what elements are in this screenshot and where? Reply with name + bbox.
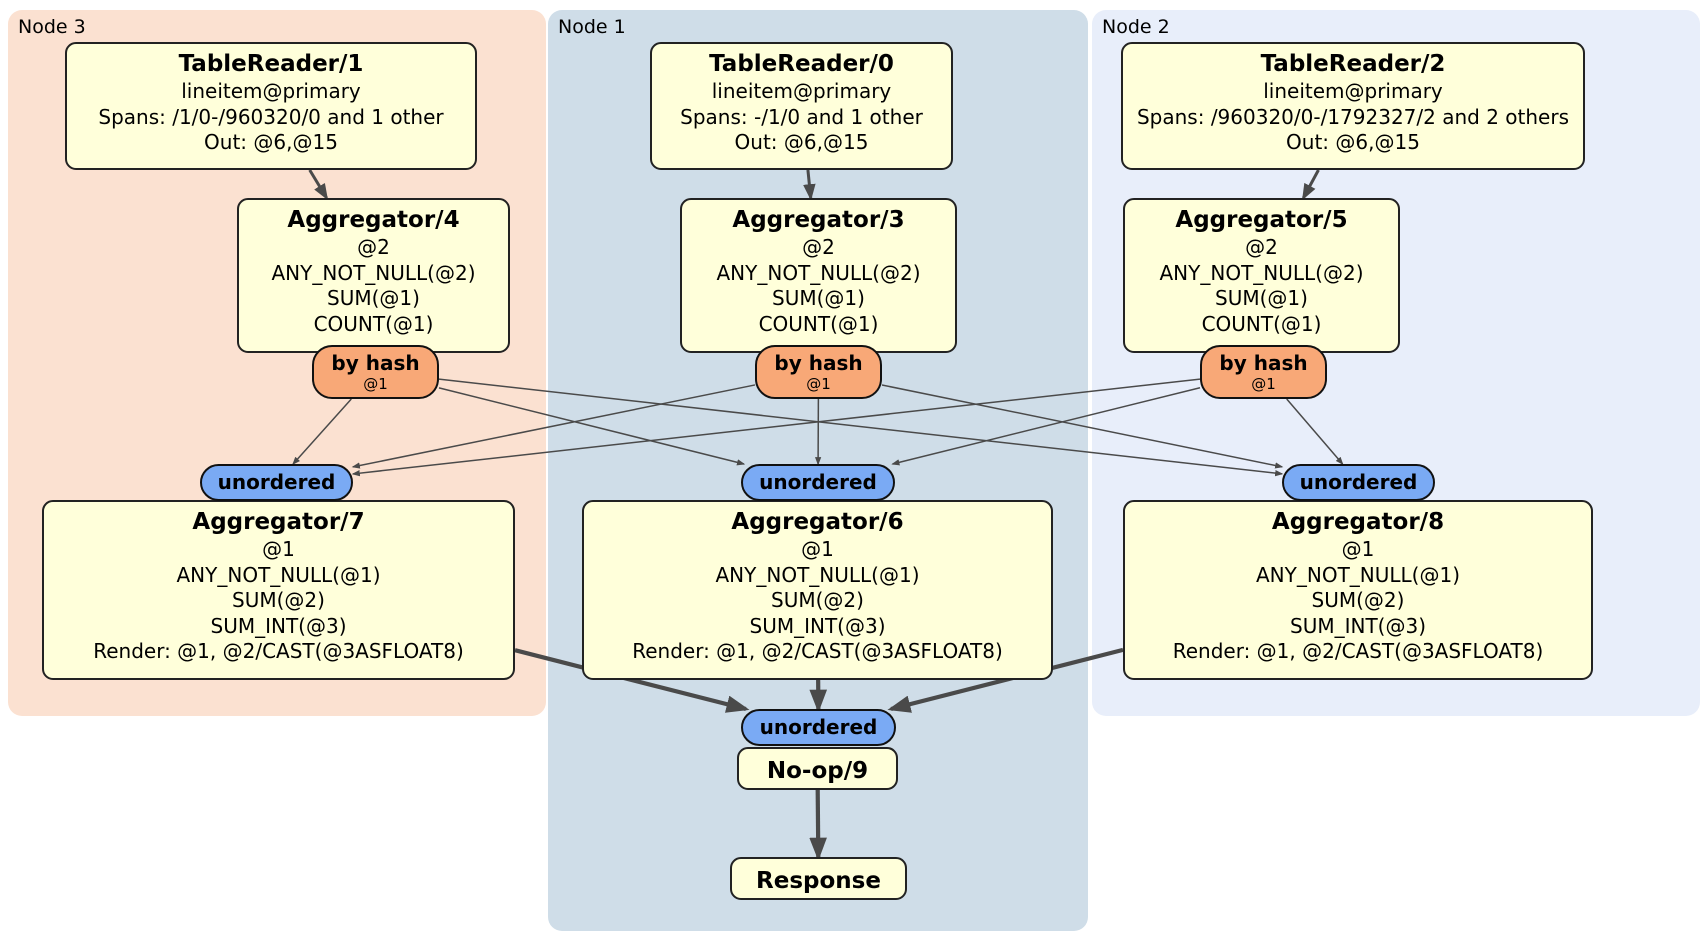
body-line: SUM(@1) xyxy=(772,286,865,310)
processor-title: Aggregator/4 xyxy=(287,207,460,233)
body-line: Out: @6,@15 xyxy=(734,130,869,154)
body-line: lineitem@primary xyxy=(1263,79,1443,103)
processor-title: TableReader/0 xyxy=(709,51,894,77)
stream-label: unordered xyxy=(1299,470,1418,494)
processor-title: Aggregator/7 xyxy=(192,509,365,535)
router-by-hash-5: by hash @1 xyxy=(1200,345,1327,399)
router-key: @1 xyxy=(806,375,831,393)
stream-unordered-6: unordered xyxy=(741,464,895,501)
body-line: @1 xyxy=(1341,537,1375,561)
processor-response: Response xyxy=(730,857,907,900)
stream-label: unordered xyxy=(217,470,336,494)
body-line: ANY_NOT_NULL(@1) xyxy=(176,562,381,587)
body-line: SUM(@2) xyxy=(771,588,864,612)
stream-unordered-8: unordered xyxy=(1282,464,1435,501)
body-line: Out: @6,@15 xyxy=(1286,130,1420,154)
body-line: @2 xyxy=(802,235,835,259)
body-line: SUM_INT(@3) xyxy=(210,613,347,638)
body-line: SUM(@2) xyxy=(232,588,325,612)
body-line: ANY_NOT_NULL(@2) xyxy=(716,260,921,285)
stream-unordered-final: unordered xyxy=(741,709,896,746)
router-label: by hash xyxy=(774,351,863,375)
body-line: ANY_NOT_NULL(@2) xyxy=(1159,260,1364,285)
body-line: SUM(@2) xyxy=(1311,588,1405,612)
stream-label: unordered xyxy=(759,715,878,739)
processor-title: TableReader/2 xyxy=(1260,51,1446,77)
body-line: Spans: /960320/0-/1792327/2 and 2 others xyxy=(1136,104,1569,129)
body-line: COUNT(@1) xyxy=(1201,311,1322,336)
body-line: lineitem@primary xyxy=(711,79,892,103)
body-line: Spans: /1/0-/960320/0 and 1 other xyxy=(98,104,444,129)
body-line: SUM(@1) xyxy=(1215,286,1308,310)
body-line: Render: @1, @2/CAST(@3ASFLOAT8) xyxy=(1172,639,1544,663)
body-line: COUNT(@1) xyxy=(313,311,434,336)
router-by-hash-4: by hash @1 xyxy=(312,345,439,399)
router-by-hash-3: by hash @1 xyxy=(755,345,882,399)
body-line: lineitem@primary xyxy=(181,79,361,103)
processor-title: Response xyxy=(756,868,881,894)
stream-unordered-7: unordered xyxy=(200,464,353,501)
body-line: @1 xyxy=(262,537,295,561)
processor-title: Aggregator/3 xyxy=(732,207,905,233)
body-line: @2 xyxy=(357,235,390,259)
router-key: @1 xyxy=(1251,375,1276,393)
body-line: Spans: -/1/0 and 1 other xyxy=(680,104,923,129)
router-key: @1 xyxy=(363,375,388,393)
stream-label: unordered xyxy=(759,470,877,494)
processor-title: Aggregator/5 xyxy=(1175,207,1348,233)
group-label-node2: Node 2 xyxy=(1102,16,1170,38)
processor-noop-9: No-op/9 xyxy=(737,747,898,790)
router-label: by hash xyxy=(1219,351,1308,375)
body-line: SUM(@1) xyxy=(327,286,420,310)
processor-title: TableReader/1 xyxy=(178,51,364,77)
body-line: COUNT(@1) xyxy=(758,311,879,336)
body-line: ANY_NOT_NULL(@1) xyxy=(1256,562,1460,587)
processor-title: Aggregator/6 xyxy=(731,509,904,535)
group-label-node3: Node 3 xyxy=(18,16,86,38)
body-line: @2 xyxy=(1245,235,1278,259)
group-label-node1: Node 1 xyxy=(558,16,626,38)
body-line: ANY_NOT_NULL(@2) xyxy=(271,260,476,285)
body-line: Render: @1, @2/CAST(@3ASFLOAT8) xyxy=(93,639,464,663)
body-line: @1 xyxy=(801,537,834,561)
body-line: SUM_INT(@3) xyxy=(749,613,886,638)
router-label: by hash xyxy=(331,351,420,375)
body-line: ANY_NOT_NULL(@1) xyxy=(715,562,920,587)
body-line: Render: @1, @2/CAST(@3ASFLOAT8) xyxy=(632,639,1003,663)
processor-title: No-op/9 xyxy=(766,758,869,784)
body-line: Out: @6,@15 xyxy=(204,130,338,154)
body-line: SUM_INT(@3) xyxy=(1290,613,1426,638)
processor-title: Aggregator/8 xyxy=(1271,509,1445,535)
